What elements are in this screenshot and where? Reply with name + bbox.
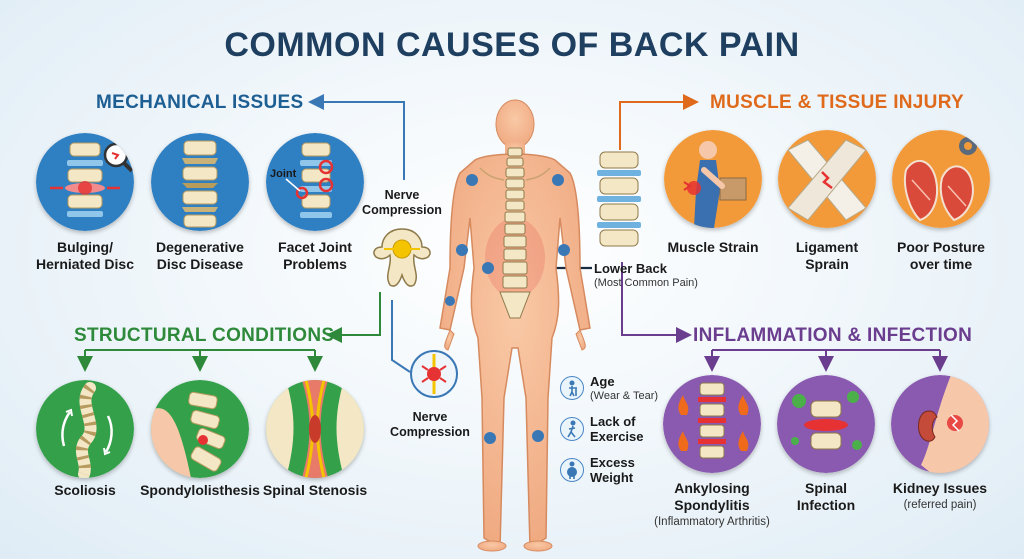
muscle-tissue-heading: MUSCLE & TISSUE INJURY xyxy=(710,92,964,113)
human-body-figure xyxy=(439,99,591,552)
lack-of-exercise-label: Lack of Exercise xyxy=(590,414,644,444)
poor-posture-icon xyxy=(892,130,990,228)
scoliosis-icon xyxy=(36,380,134,478)
spinal-stenosis-icon xyxy=(266,380,364,478)
muscle-strain-label: Muscle Strain xyxy=(667,239,759,255)
nerve-compression-bottom-label: Nerve Compression xyxy=(390,410,470,439)
age-factor-label: Age (Wear & Tear) xyxy=(590,374,659,402)
page-title: COMMON CAUSES OF BACK PAIN xyxy=(224,26,800,64)
excess-weight-label: Excess Weight xyxy=(590,455,635,485)
poor-posture-label: Poor Posture over time xyxy=(897,239,985,272)
ankylosing-spondylitis-label: Ankylosing Spondylitis (Inflammatory Art… xyxy=(654,480,770,528)
herniated-disc-icon xyxy=(36,133,134,231)
spine-column xyxy=(479,147,551,319)
structural-conditions-heading: STRUCTURAL CONDITIONS xyxy=(74,325,335,346)
joint-tag: Joint xyxy=(270,168,297,180)
kidney-issues-label: Kidney Issues (referred pain) xyxy=(892,480,988,511)
ligament-sprain-label: Ligament Sprain xyxy=(795,239,859,272)
nerve-compression-top-label: Nerve Compression xyxy=(362,188,442,217)
spondylolisthesis-label: Spondylolisthesis xyxy=(140,482,260,498)
inflammation-infection-heading: INFLAMMATION & INFECTION xyxy=(693,325,973,346)
spinal-stenosis-label: Spinal Stenosis xyxy=(262,482,368,498)
lumbar-spine-icon xyxy=(597,151,641,247)
spinal-infection-label: Spinal Infection xyxy=(796,480,856,513)
facet-joint-icon xyxy=(266,133,364,231)
nerve-compression-bottom-icon xyxy=(410,350,458,398)
facet-joint-label: Facet Joint Problems xyxy=(278,239,352,272)
degenerative-disc-label: Degenerative Disc Disease xyxy=(156,239,244,272)
elderly-person-icon xyxy=(560,376,584,400)
degenerative-disc-icon xyxy=(151,133,249,231)
muscle-strain-icon xyxy=(664,130,762,228)
walking-person-icon xyxy=(560,417,584,441)
scoliosis-label: Scoliosis xyxy=(54,482,116,498)
overweight-person-icon xyxy=(560,458,584,482)
vertebra-nerve-icon xyxy=(370,223,434,298)
spondylolisthesis-icon xyxy=(151,380,249,478)
ligament-sprain-icon xyxy=(778,130,876,228)
lower-back-label: Lower Back (Most Common Pain) xyxy=(594,261,698,289)
ankylosing-spondylitis-icon xyxy=(663,375,761,473)
kidney-icon xyxy=(891,375,989,473)
herniated-disc-label: Bulging/ Herniated Disc xyxy=(35,239,135,272)
spinal-infection-icon xyxy=(777,375,875,473)
mechanical-issues-heading: MECHANICAL ISSUES xyxy=(96,92,304,113)
